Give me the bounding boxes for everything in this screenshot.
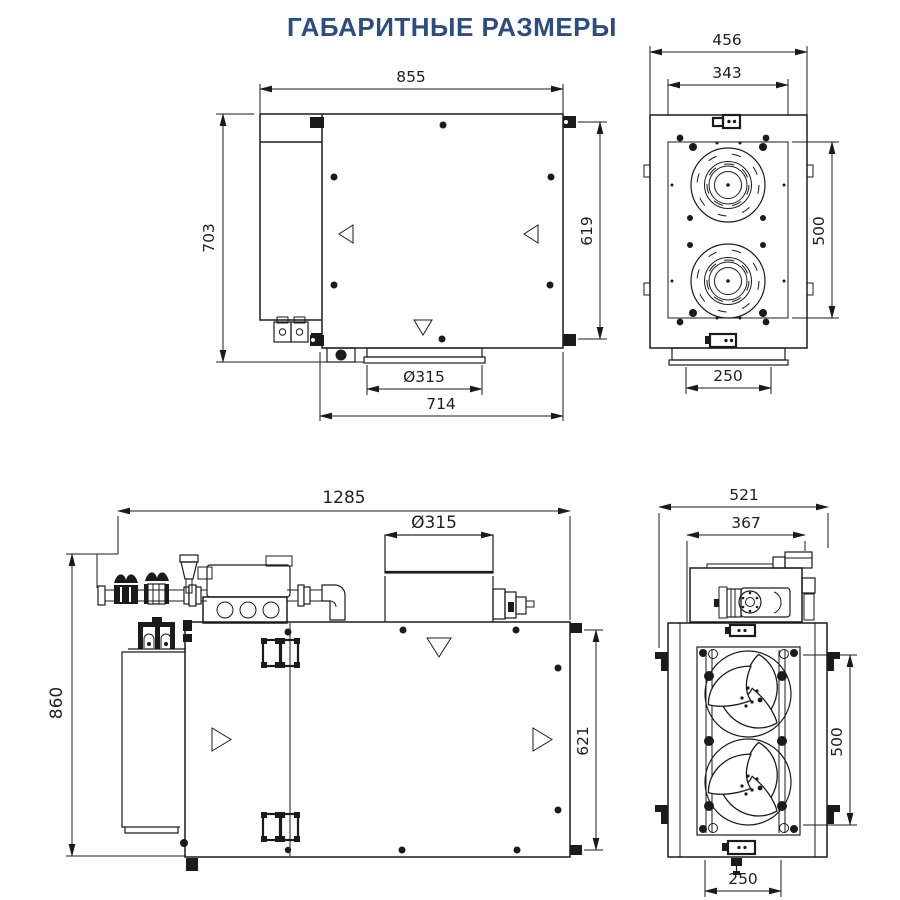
dim-label-500: 500 — [828, 727, 846, 757]
airflow-marker-icons — [338, 224, 539, 336]
dim-label-500: 500 — [810, 216, 828, 246]
dim-height-fan-section: 500 — [803, 654, 857, 826]
duct-spigot — [363, 347, 486, 364]
dim-label-367: 367 — [731, 514, 761, 532]
dim-width-overall: 456 — [649, 31, 808, 115]
cable-gland-top — [725, 623, 757, 638]
dim-height-right: 621 — [574, 629, 603, 851]
channel-bolts — [704, 671, 787, 811]
air-vent-valve — [179, 554, 213, 594]
pipe-elbow-right — [287, 584, 346, 621]
dim-width-bottom: 714 — [319, 352, 564, 421]
dim-duct-width: 250 — [685, 367, 772, 394]
fan-panel — [667, 141, 789, 319]
dim-label-703: 703 — [200, 223, 218, 253]
view-supply-unit-top: 456 343 500 250 — [643, 31, 839, 394]
left-door — [121, 651, 185, 834]
dim-width-top: 1285 — [96, 488, 571, 620]
screw-dots — [398, 626, 562, 854]
screw-dots — [670, 134, 786, 326]
view-supply-unit-side: 855 703 619 Ø315 714 — [200, 68, 607, 421]
dim-label-714: 714 — [426, 395, 456, 413]
cable-gland-bottom — [722, 839, 757, 856]
fan-impeller-icon — [704, 650, 792, 738]
fan-inlet-icon — [690, 243, 766, 319]
dim-label-860: 860 — [47, 687, 67, 719]
spring-isolators — [128, 617, 192, 650]
dim-label-250: 250 — [728, 870, 758, 888]
fan-panel — [696, 646, 801, 836]
dim-label-1285: 1285 — [322, 488, 365, 508]
heater-box — [206, 555, 293, 598]
pump-section — [689, 551, 816, 623]
fan-inlet-icon — [690, 147, 766, 223]
airflow-marker-icons — [211, 637, 553, 752]
bottom-latch — [731, 858, 742, 875]
dim-label-619: 619 — [578, 216, 596, 246]
dim-width-top: 855 — [259, 68, 564, 114]
cable-gland-bottom — [705, 332, 738, 349]
hinge — [261, 812, 300, 854]
dim-label-d315: Ø315 — [403, 368, 445, 386]
fan-impeller-icon — [704, 738, 792, 826]
dim-height-fan-section: 500 — [792, 141, 839, 319]
dim-height-right: 619 — [578, 121, 607, 340]
duct-fan-terminal-box — [492, 588, 535, 620]
dim-duct-diameter: Ø315 — [366, 365, 483, 395]
unit-body — [643, 113, 814, 366]
dim-label-250: 250 — [713, 367, 743, 385]
dim-width-pump-section: 367 — [686, 514, 806, 622]
circulation-pump-icon — [714, 586, 791, 619]
dim-width-overall: 521 — [658, 486, 829, 648]
screw-dots — [330, 121, 555, 343]
duct-top — [384, 534, 494, 622]
dim-label-855: 855 — [396, 68, 426, 86]
dim-width-panel: 343 — [667, 64, 789, 115]
view-main-unit-top: 521 367 500 250 — [655, 486, 857, 897]
duct-flange — [668, 347, 789, 366]
unit-body — [97, 534, 582, 871]
page-title: ГАБАРИТНЫЕ РАЗМЕРЫ — [287, 12, 617, 42]
dim-duct-width: 250 — [704, 860, 782, 897]
dim-label-521: 521 — [729, 486, 759, 504]
unit-body — [655, 622, 840, 875]
dim-label-456: 456 — [712, 31, 742, 49]
view-main-unit-side: 1285 Ø315 860 621 — [47, 488, 603, 871]
dim-duct-diameter: Ø315 — [384, 513, 494, 539]
dim-label-d315: Ø315 — [411, 513, 457, 533]
mounting-clamps — [180, 623, 582, 871]
mounting-clamps — [310, 116, 576, 346]
dim-label-343: 343 — [712, 64, 742, 82]
unit-body — [259, 113, 576, 364]
cable-gland-top — [711, 113, 742, 130]
drain-fitting — [326, 347, 356, 363]
pipe-and-valves — [97, 572, 207, 607]
dim-label-621: 621 — [574, 726, 592, 756]
dim-height-left: 703 — [200, 113, 364, 363]
dim-height-left: 860 — [47, 553, 186, 857]
hinge — [261, 628, 300, 668]
terminal-box — [202, 596, 288, 624]
